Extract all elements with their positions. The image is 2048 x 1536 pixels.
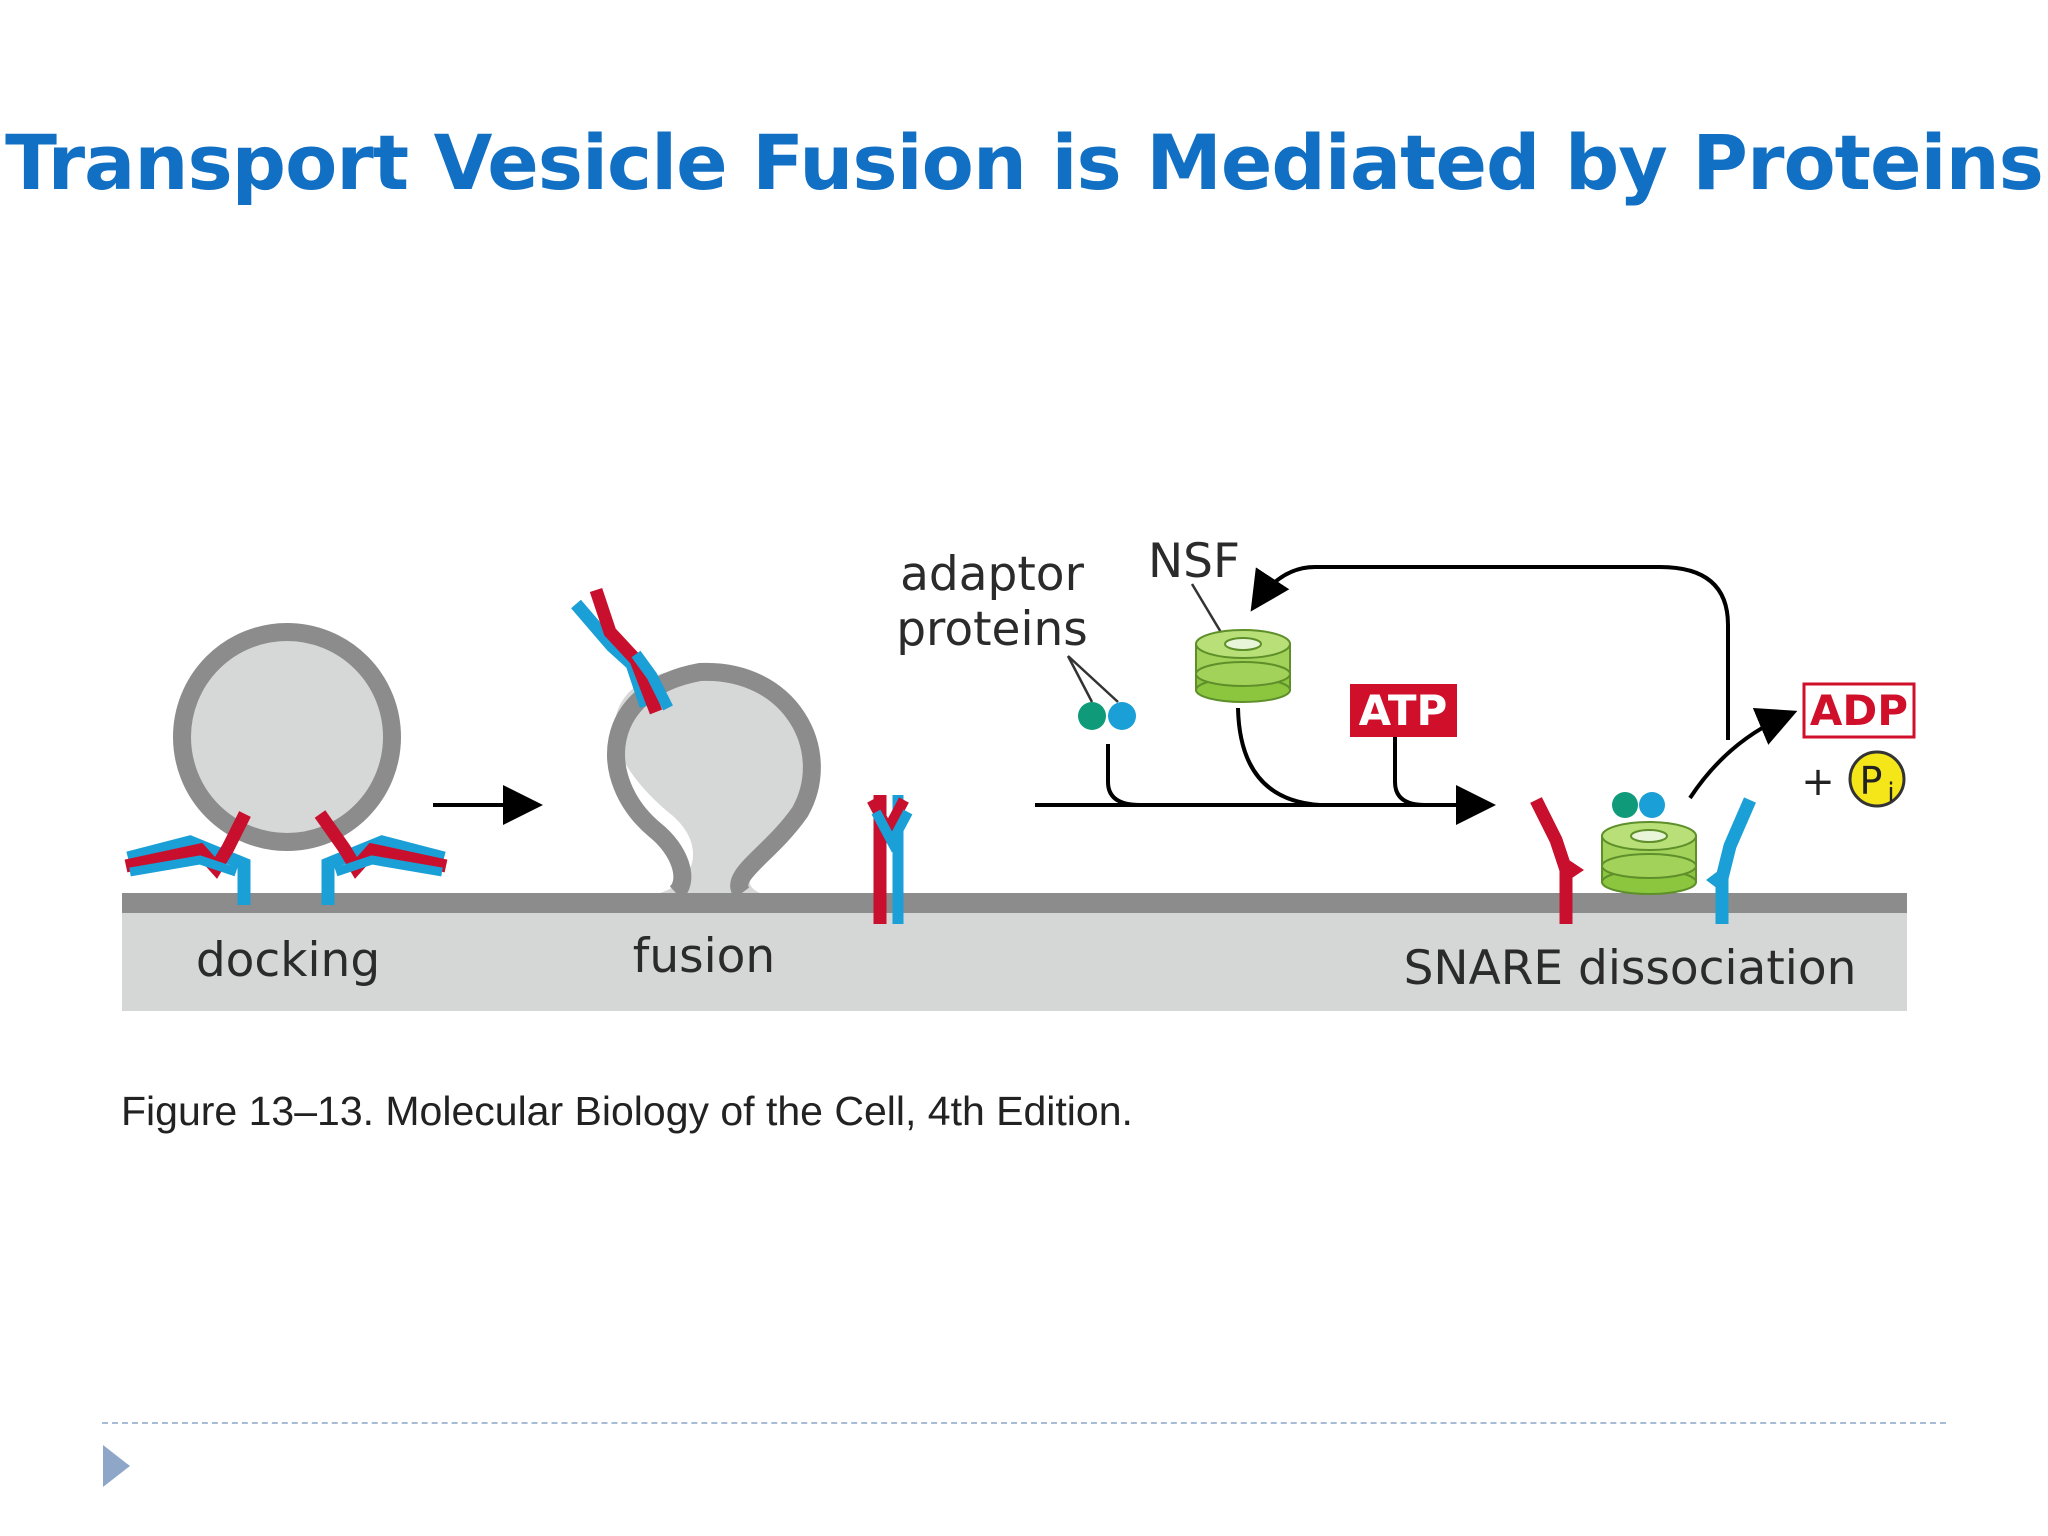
cycle-arrow-icon	[1250, 565, 1730, 740]
stage-label-fusion: fusion	[633, 929, 775, 984]
atp-label: ATP	[1359, 686, 1448, 735]
adaptor-proteins-label-line1: adaptor	[900, 547, 1084, 602]
v-snare-dissociated	[1530, 797, 1573, 924]
adaptor-protein-dot	[1078, 702, 1106, 730]
phosphate-circle	[1848, 750, 1906, 808]
cis-snare-complex	[867, 795, 913, 924]
adp-badge	[1802, 682, 1916, 739]
atp-badge	[1350, 684, 1457, 737]
target-membrane	[122, 893, 1907, 1011]
nsf-adaptor-complex	[1601, 792, 1697, 895]
v-snare-tip	[1566, 858, 1584, 882]
nsf-pointer-line	[1190, 583, 1224, 635]
t-snare-dissociated	[1715, 797, 1756, 924]
footer-divider	[102, 1422, 1946, 1424]
docking-snare-complex-left	[124, 811, 251, 905]
fusing-vesicle	[607, 662, 821, 900]
docking-vesicle	[173, 623, 401, 851]
adaptor-proteins-label-line2: proteins	[896, 602, 1088, 657]
phosphate-label-p: P	[1860, 759, 1883, 803]
docking-snare-complex-right	[314, 810, 448, 905]
adaptor-pointer-line	[1067, 655, 1119, 703]
adp-label: ADP	[1810, 686, 1908, 735]
adaptor-protein-dot	[1108, 702, 1136, 730]
released-snare-pair	[571, 587, 673, 715]
figure-caption: Figure 13–13. Molecular Biology of the C…	[121, 1088, 1133, 1134]
adaptor-pointer-line	[1066, 655, 1094, 703]
stage-label-snare-dissociation: SNARE dissociation	[1404, 941, 1857, 996]
t-snare-tip	[1706, 868, 1722, 892]
bullet-triangle-icon	[103, 1445, 130, 1487]
nsf-protein-stack	[1195, 629, 1291, 703]
plus-sign: +	[1801, 759, 1835, 805]
phosphate-label-i: i	[1887, 778, 1894, 808]
stage-label-docking: docking	[196, 933, 380, 988]
nsf-label: NSF	[1148, 534, 1240, 589]
adp-arrow	[1688, 707, 1798, 800]
slide-title: Transport Vesicle Fusion is Mediated by …	[5, 118, 2044, 207]
reaction-arrow	[1035, 707, 1496, 825]
